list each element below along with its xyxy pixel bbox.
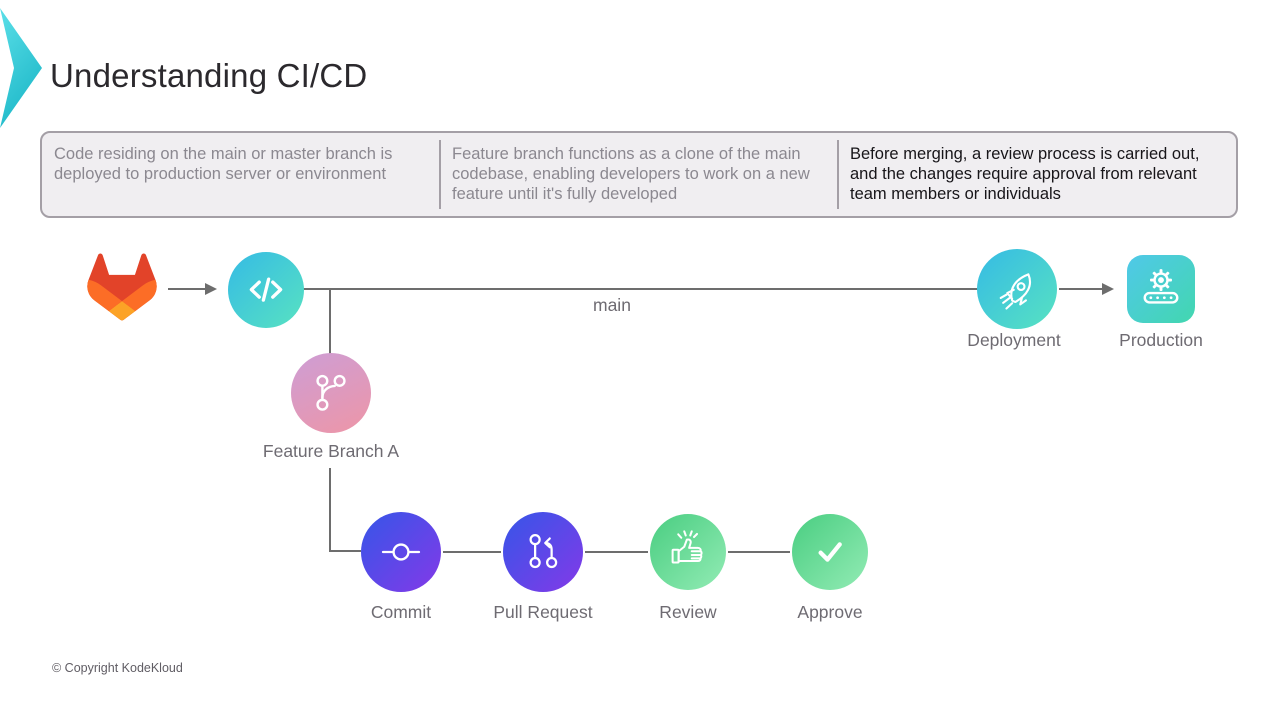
approve-node <box>792 514 868 590</box>
deployment-label: Deployment <box>967 330 1061 350</box>
rocket-icon <box>999 273 1032 310</box>
gear-conveyor-icon <box>1143 269 1179 304</box>
info-box-feature-branch: Feature branch functions as a clone of t… <box>439 133 838 216</box>
git-branch-icon <box>316 374 346 411</box>
production-node <box>1127 255 1195 323</box>
pull-request-icon <box>529 534 558 569</box>
kodekloud-chevron-logo <box>0 8 42 128</box>
code-icon <box>249 277 283 302</box>
feature-branch-label: Feature Branch A <box>262 441 400 461</box>
commit-node <box>361 512 441 592</box>
feature-branch-node <box>291 353 371 433</box>
thumbs-up-icon <box>671 530 703 564</box>
copyright-text: © Copyright KodeKloud <box>52 661 183 675</box>
review-node <box>650 514 726 590</box>
gitlab-logo-icon <box>87 253 157 321</box>
info-strip: Code residing on the main or master bran… <box>40 131 1238 218</box>
production-label: Production <box>1119 330 1203 350</box>
info-box-review-process: Before merging, a review process is carr… <box>837 133 1236 216</box>
info-box-main-branch: Code residing on the main or master bran… <box>54 145 393 183</box>
pull-request-node <box>503 512 583 592</box>
commit-label: Commit <box>370 602 432 622</box>
pull-request-label: Pull Request <box>493 602 593 622</box>
git-commit-icon <box>381 543 421 561</box>
code-node <box>228 252 304 328</box>
review-label: Review <box>659 602 717 622</box>
main-branch-label: main <box>593 295 631 315</box>
checkmark-icon <box>818 542 842 562</box>
page-title: Understanding CI/CD <box>50 57 368 94</box>
deployment-node <box>977 249 1057 329</box>
approve-label: Approve <box>797 602 863 622</box>
